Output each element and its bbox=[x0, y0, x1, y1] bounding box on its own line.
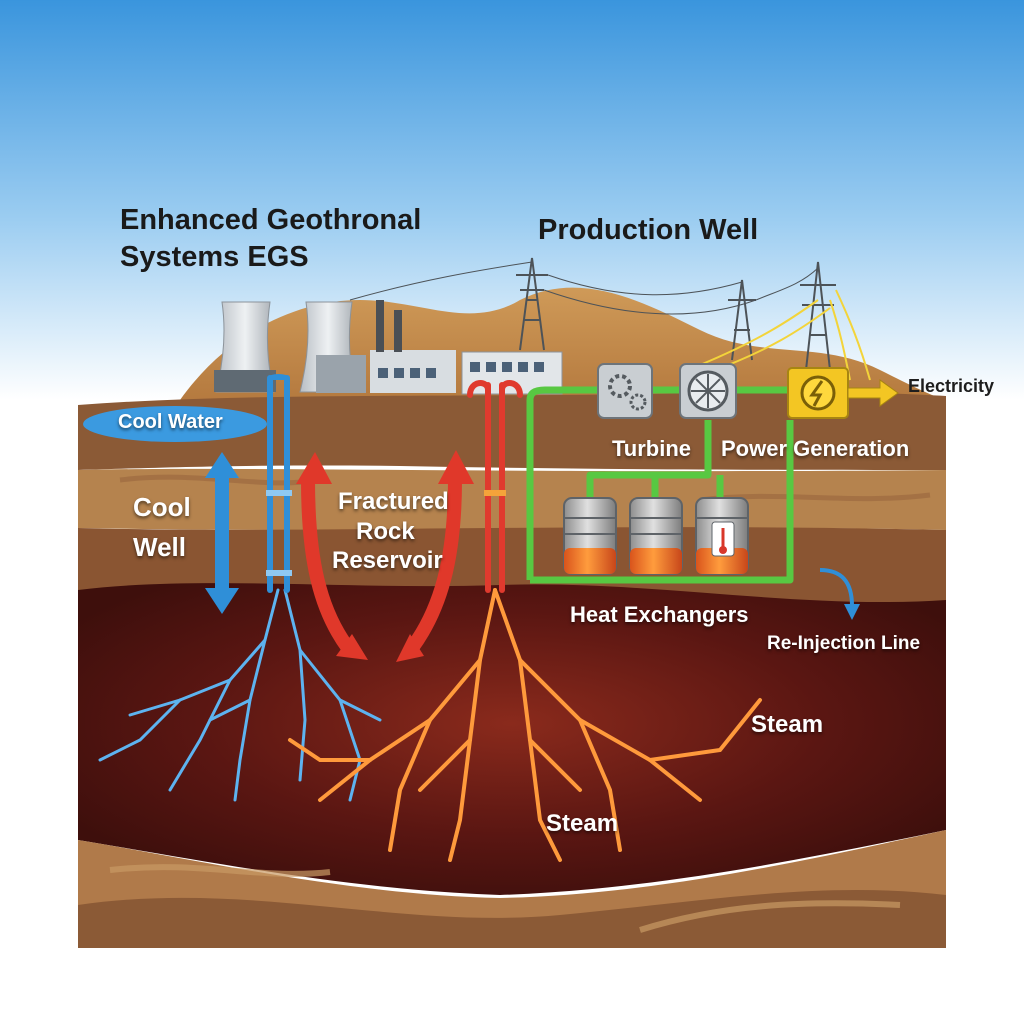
turbine-icon bbox=[679, 363, 737, 419]
diagram-title-line2: Systems EGS bbox=[120, 241, 309, 273]
production-well-label: Production Well bbox=[538, 214, 759, 246]
electricity-arrow bbox=[847, 379, 899, 407]
cool-well-arrow bbox=[205, 452, 239, 614]
power-generation-label: Power Generation bbox=[721, 436, 910, 461]
turbine-label: Turbine bbox=[612, 436, 692, 461]
fractured-label-line1: Fractured bbox=[338, 488, 449, 515]
generator-icon bbox=[787, 367, 849, 419]
production-pipe bbox=[266, 380, 523, 593]
steam-label-bottom: Steam bbox=[546, 810, 619, 837]
steam-label-right: Steam bbox=[751, 711, 824, 738]
electricity-label: Electricity bbox=[908, 376, 995, 396]
gear-box bbox=[597, 363, 653, 419]
cool-water-pool bbox=[83, 406, 267, 442]
cool-well-label-line2: Well bbox=[133, 532, 186, 562]
transmission-towers bbox=[349, 257, 836, 371]
reinjection-line-label: Re-Injection Line bbox=[767, 633, 921, 654]
heat-exchangers-label: Heat Exchangers bbox=[570, 602, 749, 627]
red-circulation-arrows bbox=[296, 450, 474, 662]
fractured-label-line2: Rock bbox=[356, 518, 415, 545]
heat-exchanger-tanks bbox=[563, 497, 749, 575]
reservoir-layer bbox=[78, 583, 946, 895]
reinjection-arrow bbox=[819, 568, 860, 620]
fractured-label-line3: Reservoir bbox=[332, 547, 443, 574]
cool-water-label: Cool Water bbox=[118, 411, 223, 433]
diagram-title-line1: Enhanced Geothronal bbox=[120, 204, 422, 236]
injection-pipe bbox=[267, 374, 290, 593]
bedrock-layer-2 bbox=[78, 889, 946, 948]
green-pipe-network bbox=[526, 386, 794, 584]
hot-fractures bbox=[288, 588, 762, 862]
cool-fractures bbox=[98, 588, 382, 802]
cool-well-label-line1: Cool bbox=[133, 492, 191, 522]
